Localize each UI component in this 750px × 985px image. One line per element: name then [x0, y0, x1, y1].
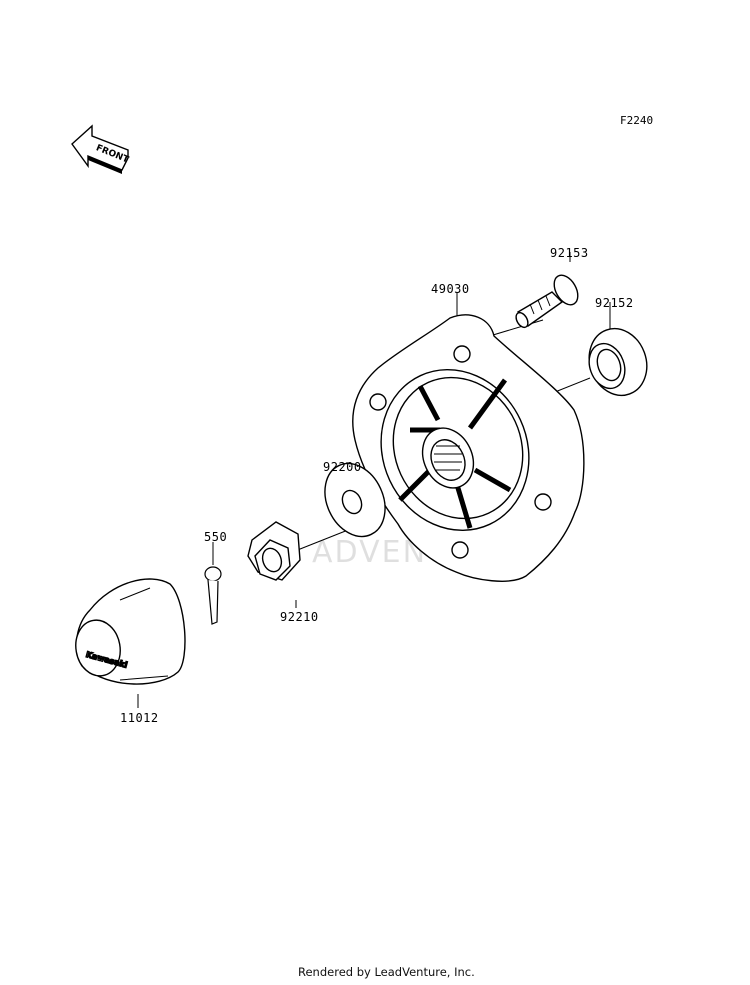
part-label-49030[interactable]: 49030 — [431, 282, 470, 296]
part-label-92153[interactable]: 92153 — [550, 246, 589, 260]
washer — [324, 462, 386, 538]
part-label-11012[interactable]: 11012 — [120, 711, 159, 725]
diagram-code: F2240 — [620, 114, 654, 127]
footer-credit: Rendered by LeadVenture, Inc. — [298, 965, 475, 979]
cotter-pin — [204, 566, 222, 625]
castle-nut — [247, 521, 301, 581]
part-label-92200[interactable]: 92200 — [323, 460, 362, 474]
hub-cap: Kawasaki — [75, 578, 186, 685]
part-label-92152[interactable]: 92152 — [595, 296, 634, 310]
part-label-550[interactable]: 550 — [204, 530, 228, 544]
oil-seal — [588, 327, 648, 397]
stud-bolt — [515, 274, 579, 329]
front-arrow-icon: FRONT — [71, 124, 131, 174]
part-label-92210[interactable]: 92210 — [280, 610, 319, 624]
